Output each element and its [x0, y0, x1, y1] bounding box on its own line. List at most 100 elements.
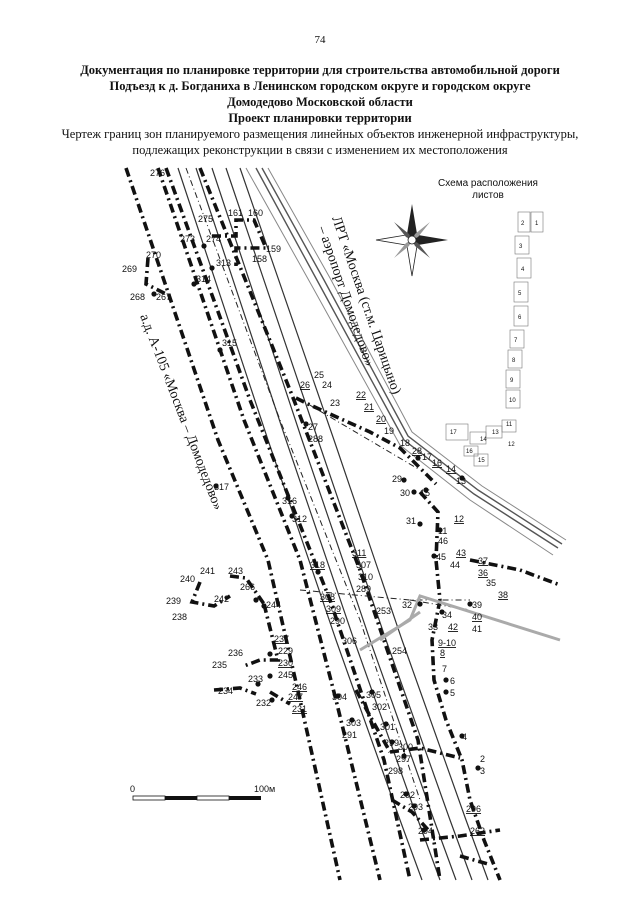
point-marker-45 [431, 553, 437, 559]
crossing-area [359, 594, 561, 652]
scheme-sheet-11: 11 [506, 422, 513, 428]
scheme-title-1: Схема расположения [438, 178, 538, 189]
point-label-303: 303 [346, 718, 361, 728]
point-label-312: 312 [292, 514, 307, 524]
scheme-sheet-17: 17 [450, 430, 457, 436]
point-label-161: 161 [228, 208, 243, 218]
engineering-lines [185, 167, 471, 801]
point-label-290: 290 [330, 616, 345, 626]
point-label-45: 45 [436, 552, 446, 562]
scheme-sheet-1: 1 [535, 221, 539, 227]
point-label-236: 236 [228, 648, 243, 658]
point-label-254: 254 [392, 646, 407, 656]
point-marker-34 [439, 609, 445, 615]
title-line-1: Документация по планировке территории дл… [80, 63, 560, 77]
point-label-296: 296 [466, 804, 481, 814]
point-label-21: 21 [364, 402, 374, 412]
point-marker-293 [411, 803, 417, 809]
point-label-6: 6 [450, 676, 455, 686]
page-number: 74 [314, 34, 326, 46]
point-marker-315 [217, 347, 223, 353]
point-label-40: 40 [472, 612, 482, 622]
railway-band [245, 167, 567, 556]
point-label-30: 30 [400, 488, 410, 498]
point-marker-229 [267, 651, 273, 657]
point-label-9-10: 9-10 [438, 638, 456, 648]
scheme-sheet-6: 6 [518, 315, 522, 321]
point-label-20: 20 [376, 414, 386, 424]
point-marker-305 [369, 689, 375, 695]
point-label-316: 316 [282, 496, 297, 506]
point-marker-313 [209, 265, 215, 271]
point-label-300: 300 [398, 742, 413, 752]
point-label-41: 41 [472, 624, 482, 634]
point-marker-31 [417, 521, 423, 527]
point-marker-299 [389, 739, 395, 745]
point-marker-39 [467, 601, 473, 607]
point-label-235: 235 [212, 660, 227, 670]
point-label-262: 262 [470, 826, 485, 836]
point-marker-316 [285, 495, 291, 501]
point-marker-304 [335, 693, 341, 699]
point-label-234: 234 [218, 686, 233, 696]
scale-bar: 0 100м [130, 784, 275, 801]
point-label-43: 43 [456, 548, 466, 558]
zone-boundaries [124, 167, 561, 881]
point-label-24: 24 [322, 380, 332, 390]
point-marker-233 [255, 681, 261, 687]
point-label-11: 11 [438, 526, 447, 536]
point-label-238: 238 [172, 612, 187, 622]
point-marker-317 [213, 483, 219, 489]
point-label-237: 237 [274, 634, 289, 644]
point-label-27: 27 [308, 422, 318, 432]
point-label-19: 19 [384, 426, 394, 436]
point-label-244: 244 [266, 600, 281, 610]
point-marker-294 [421, 827, 427, 833]
point-label-14: 14 [446, 464, 456, 474]
point-label-308: 308 [320, 592, 335, 602]
point-label-160: 160 [248, 208, 263, 218]
point-label-8: 8 [440, 648, 445, 658]
point-label-4: 4 [462, 732, 467, 742]
point-label-275: 275 [198, 214, 213, 224]
point-label-268: 268 [130, 292, 145, 302]
point-marker-30 [411, 489, 417, 495]
point-label-270: 270 [146, 250, 161, 260]
point-marker-318 [315, 569, 321, 575]
point-label-38: 38 [498, 590, 508, 600]
point-label-276: 276 [150, 168, 165, 178]
point-label-17: 17 [422, 452, 432, 462]
point-label-289: 289 [356, 584, 371, 594]
point-marker-13 [459, 475, 465, 481]
scheme-sheet-3: 3 [519, 244, 523, 250]
point-label-315: 315 [222, 338, 237, 348]
point-label-233: 233 [248, 674, 263, 684]
point-marker-267 [151, 291, 157, 297]
point-label-16: 16 [432, 458, 442, 468]
point-label-240: 240 [180, 574, 195, 584]
point-label-266: 266 [240, 582, 255, 592]
scheme-sheet-14: 14 [480, 437, 487, 443]
point-label-245: 245 [278, 670, 293, 680]
point-label-301: 301 [380, 722, 395, 732]
point-label-269: 269 [122, 264, 137, 274]
scheme-sheet-4: 4 [521, 267, 525, 273]
title-line-4: Проект планировки территории [228, 111, 412, 125]
point-marker-292 [403, 791, 409, 797]
point-marker-6 [443, 677, 449, 683]
point-marker-245 [267, 673, 273, 679]
point-marker-11 [437, 527, 443, 533]
scheme-sheet-8: 8 [512, 358, 516, 364]
point-label-242: 242 [214, 594, 229, 604]
point-marker-312 [289, 513, 295, 519]
scheme-sheet-2: 2 [521, 221, 525, 227]
point-label-33: 33 [428, 622, 438, 632]
point-marker-232 [269, 697, 275, 703]
scheme-sheet-10: 10 [509, 398, 516, 404]
point-marker-303 [349, 717, 355, 723]
point-label-7: 7 [442, 664, 447, 674]
point-label-318: 318 [310, 560, 325, 570]
point-label-302: 302 [372, 702, 387, 712]
